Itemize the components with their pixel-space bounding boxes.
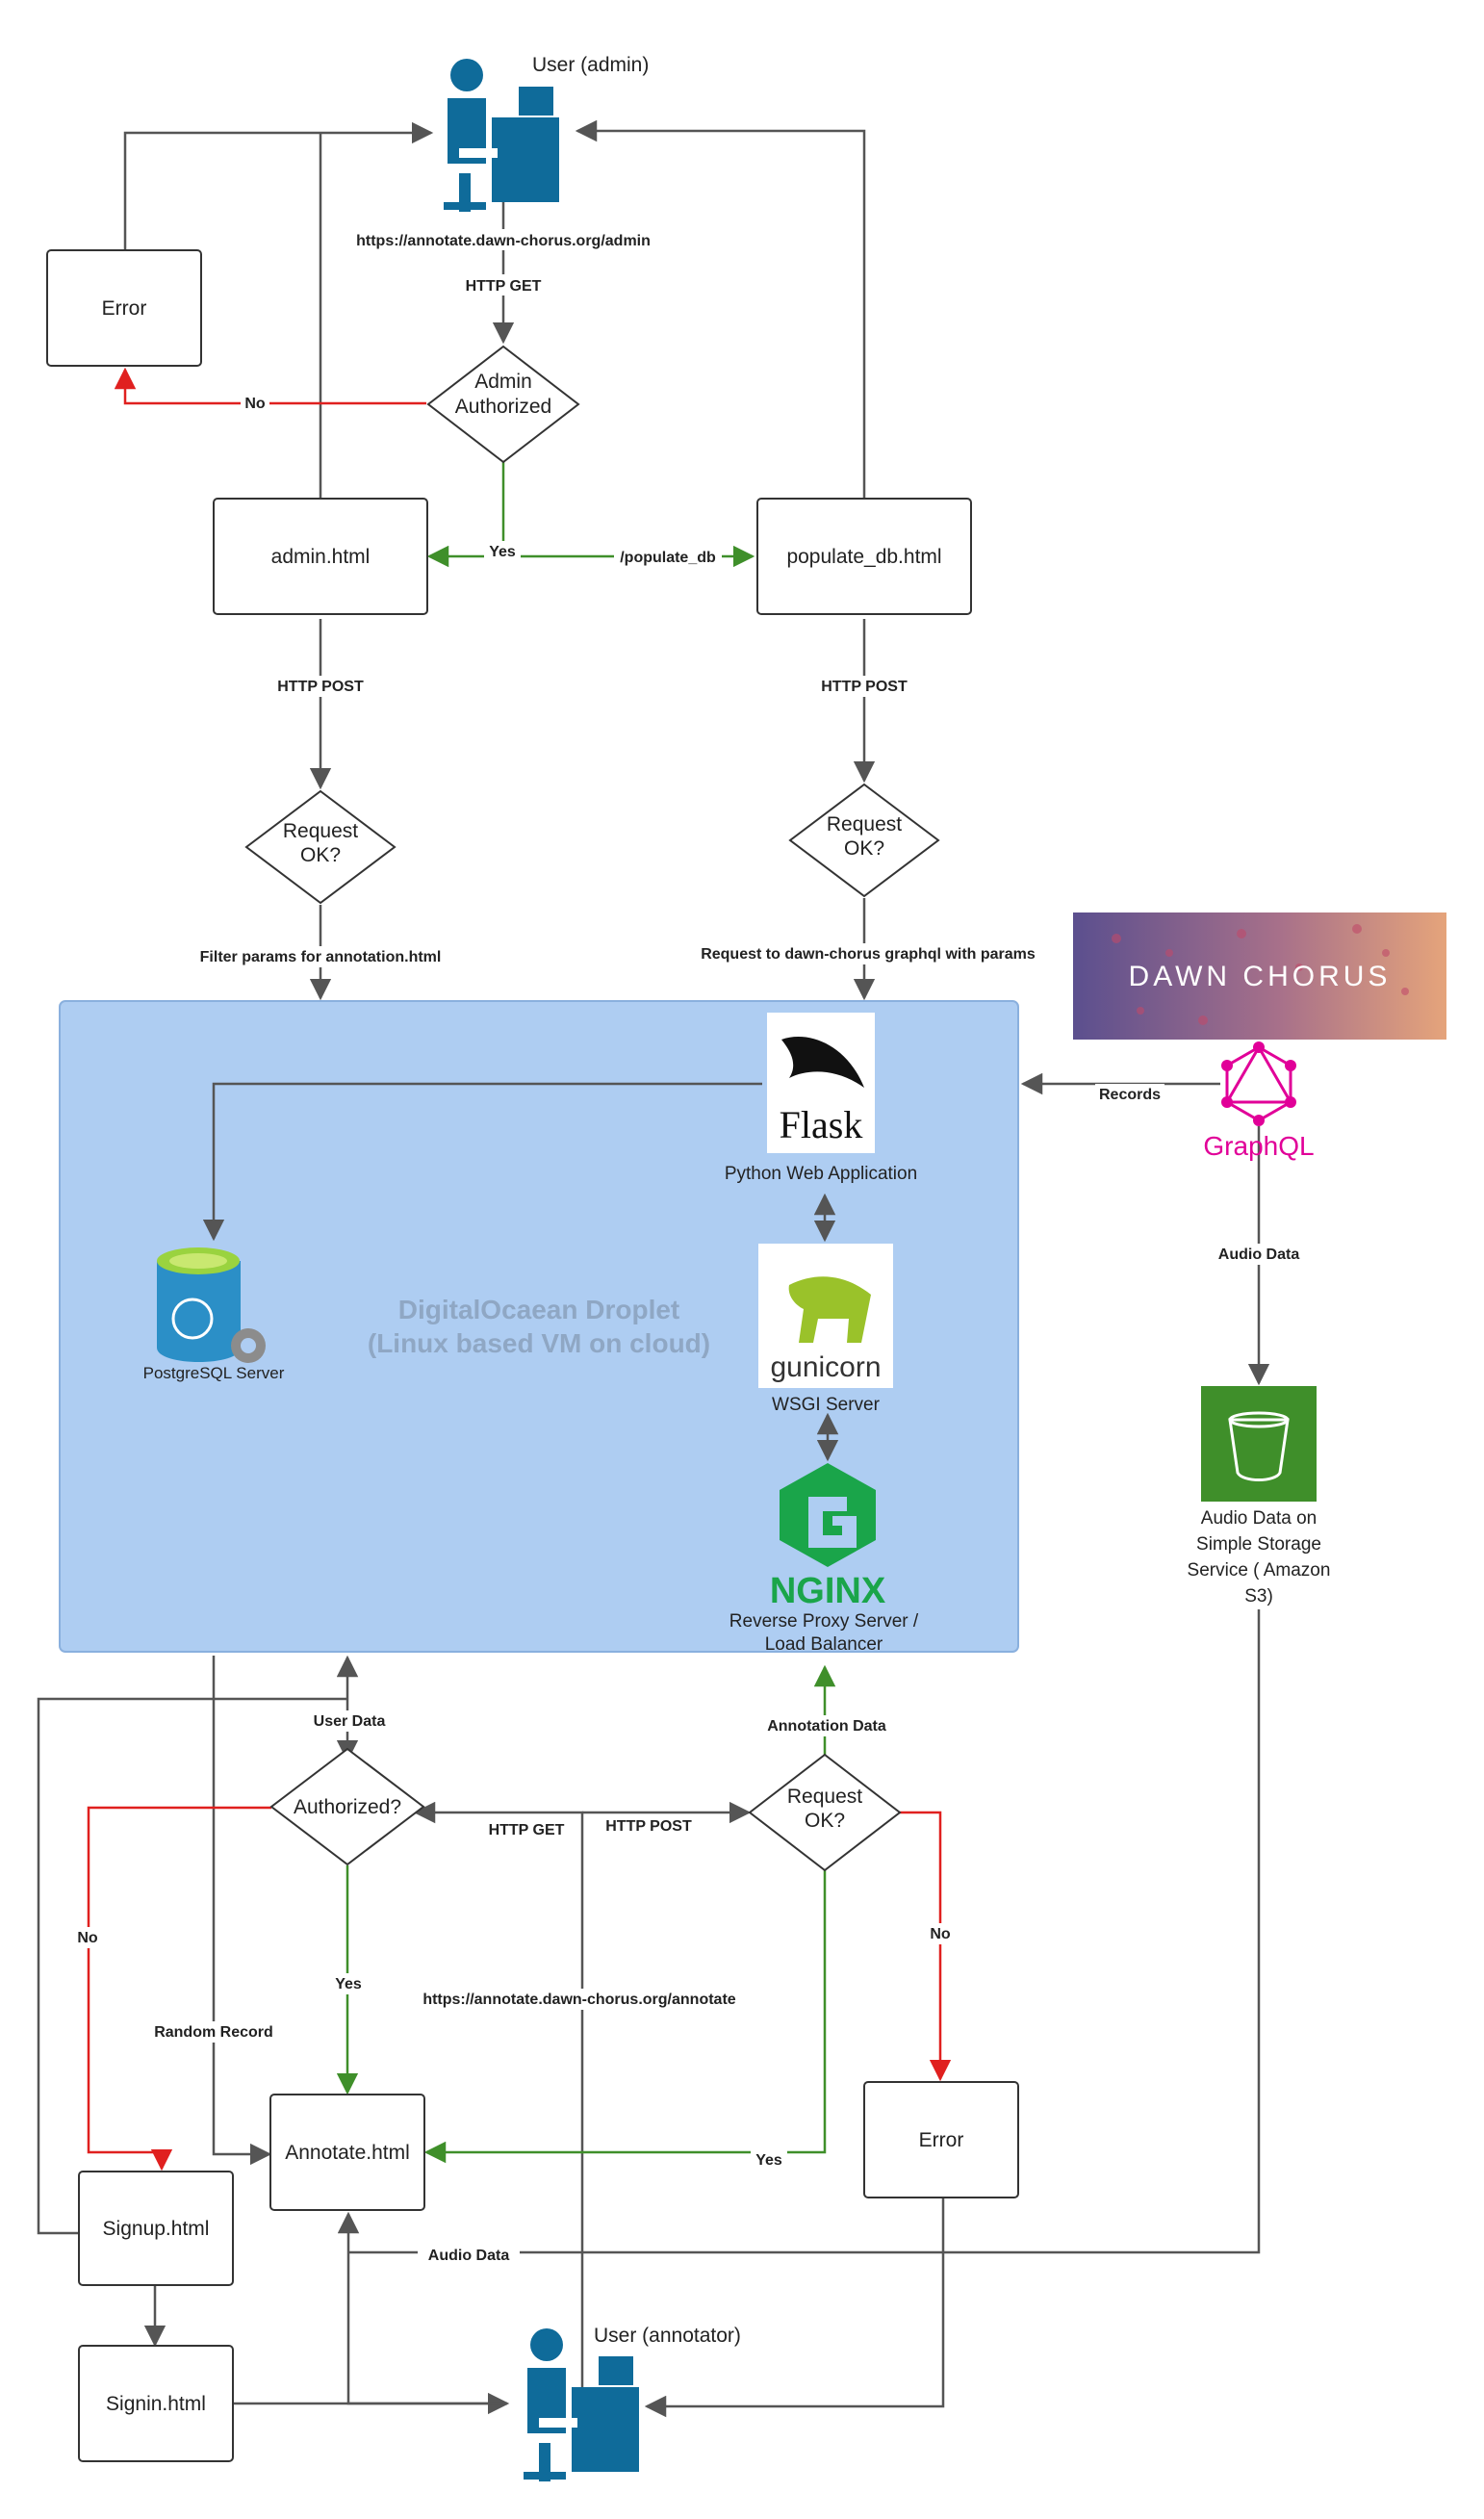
request-ok-left-label-1: Request [283, 820, 358, 842]
postgres-caption: PostgreSQL Server [143, 1364, 285, 1382]
admin-authorized-label-2: Authorized [455, 396, 551, 418]
admin-user-icon [444, 59, 559, 212]
label-user-data: User Data [314, 1713, 386, 1730]
s3-caption-1: Audio Data on [1201, 1508, 1317, 1529]
label-graphql-request: Request to dawn-chorus graphql with para… [701, 946, 1036, 963]
admin-html-box [213, 498, 428, 615]
dawn-chorus-logo: DAWN CHORUS [1073, 912, 1446, 1040]
annotator-user-icon [524, 2328, 639, 2481]
gunicorn-caption: WSGI Server [772, 1395, 881, 1415]
label-yes-top: Yes [489, 544, 516, 560]
droplet-container [59, 1000, 1019, 1653]
label-audio-data-right: Audio Data [1218, 1247, 1300, 1263]
label-no-right: No [930, 1926, 951, 1942]
label-filter-params: Filter params for annotation.html [200, 949, 442, 965]
admin-html-label: admin.html [271, 546, 371, 568]
edge-s3-audio [348, 1609, 1261, 2254]
authorized-label: Authorized? [294, 1796, 401, 1818]
droplet-title: DigitalOcaean Droplet [398, 1295, 680, 1324]
svg-text:DAWN CHORUS: DAWN CHORUS [1129, 961, 1392, 992]
error-top-label: Error [102, 297, 147, 320]
droplet-subtitle: (Linux based VM on cloud) [368, 1328, 710, 1358]
signin-html-label: Signin.html [106, 2393, 206, 2415]
request-ok-right-label-2: OK? [844, 837, 884, 860]
admin-user-label: User (admin) [532, 54, 649, 76]
label-http-get-top: HTTP GET [466, 278, 542, 295]
annotate-html-label: Annotate.html [285, 2142, 410, 2164]
label-records: Records [1099, 1087, 1161, 1103]
signup-html-label: Signup.html [103, 2218, 210, 2240]
postgres-icon [157, 1247, 266, 1363]
label-yes-right: Yes [755, 2152, 782, 2169]
label-no-left: No [77, 1930, 98, 1946]
signin-html-box [78, 2345, 234, 2462]
error-bottom-label: Error [919, 2129, 964, 2151]
label-annotation-data: Annotation Data [767, 1718, 886, 1735]
request-ok-bottom-label-2: OK? [805, 1810, 845, 1832]
error-box-top [46, 249, 202, 367]
request-ok-right-label-1: Request [827, 813, 902, 835]
edge-no-right [900, 1811, 952, 2082]
edge-no-left [87, 1806, 271, 2172]
annotate-html-box [269, 2094, 425, 2211]
signup-html-box [78, 2171, 234, 2286]
label-annotate-url: https://annotate.dawn-chorus.org/annotat… [422, 1992, 735, 2008]
request-ok-left-diamond [244, 789, 397, 905]
edge-populate-to-admin [575, 119, 866, 499]
edge-http-get [413, 1801, 584, 2416]
svg-text:Flask: Flask [780, 1103, 863, 1146]
no-edges [87, 367, 952, 2172]
nginx-caption-1: Reverse Proxy Server / [729, 1611, 919, 1632]
authorized-diamond [269, 1747, 425, 1866]
request-ok-bottom-label-1: Request [787, 1786, 862, 1808]
label-admin-url: https://annotate.dawn-chorus.org/admin [356, 233, 651, 249]
edge-flask-postgres [202, 1082, 762, 1242]
svg-text:NGINX: NGINX [770, 1571, 886, 1611]
label-http-get-bottom: HTTP GET [489, 1822, 565, 1838]
label-audio-data-bottom: Audio Data [428, 2248, 510, 2264]
label-yes-mid: Yes [335, 1976, 362, 1992]
error-box-bottom [863, 2081, 1019, 2198]
edge-no-top [114, 367, 426, 405]
flask-caption: Python Web Application [725, 1164, 917, 1184]
s3-caption-4: S3) [1244, 1586, 1273, 1607]
request-ok-right-diamond [788, 783, 940, 898]
s3-caption-2: Simple Storage [1196, 1534, 1321, 1555]
admin-authorized-label-1: Admin [474, 371, 532, 393]
label-http-post-right: HTTP POST [821, 679, 908, 695]
edge-yes-right [423, 1867, 827, 2164]
edge-labels: https://annotate.dawn-chorus.org/admin H… [73, 229, 1307, 2266]
s3-bucket-icon [1201, 1386, 1317, 1502]
label-no-top: No [244, 396, 266, 412]
nginx-caption-2: Load Balancer [765, 1634, 883, 1655]
s3-caption-3: Service ( Amazon [1188, 1560, 1331, 1581]
annotator-user-label: User (annotator) [594, 2325, 741, 2347]
label-populate-db: /populate_db [620, 550, 716, 566]
label-http-post-bottom: HTTP POST [605, 1818, 692, 1835]
request-ok-left-label-2: OK? [300, 844, 341, 866]
gunicorn-logo: gunicorn [758, 1244, 893, 1388]
request-ok-bottom-diamond [748, 1753, 902, 1872]
edge-error-annotator [644, 2198, 945, 2418]
nginx-logo: NGINX [770, 1463, 886, 1611]
label-http-post-left: HTTP POST [277, 679, 364, 695]
edge-annotate-annotator [337, 2211, 507, 2405]
edge-random-record [212, 1656, 272, 2166]
admin-authorized-diamond [426, 345, 580, 464]
flask-logo: Flask [767, 1013, 875, 1153]
edge-error-to-admin [123, 121, 434, 250]
graphql-caption: GraphQL [1203, 1131, 1314, 1161]
populate-db-box [756, 498, 972, 615]
graphql-icon [1221, 1041, 1296, 1126]
svg-text:gunicorn: gunicorn [770, 1351, 881, 1383]
label-random-record: Random Record [154, 2024, 273, 2041]
populate-db-label: populate_db.html [786, 546, 941, 568]
edge-signup-loop [37, 1697, 347, 2235]
